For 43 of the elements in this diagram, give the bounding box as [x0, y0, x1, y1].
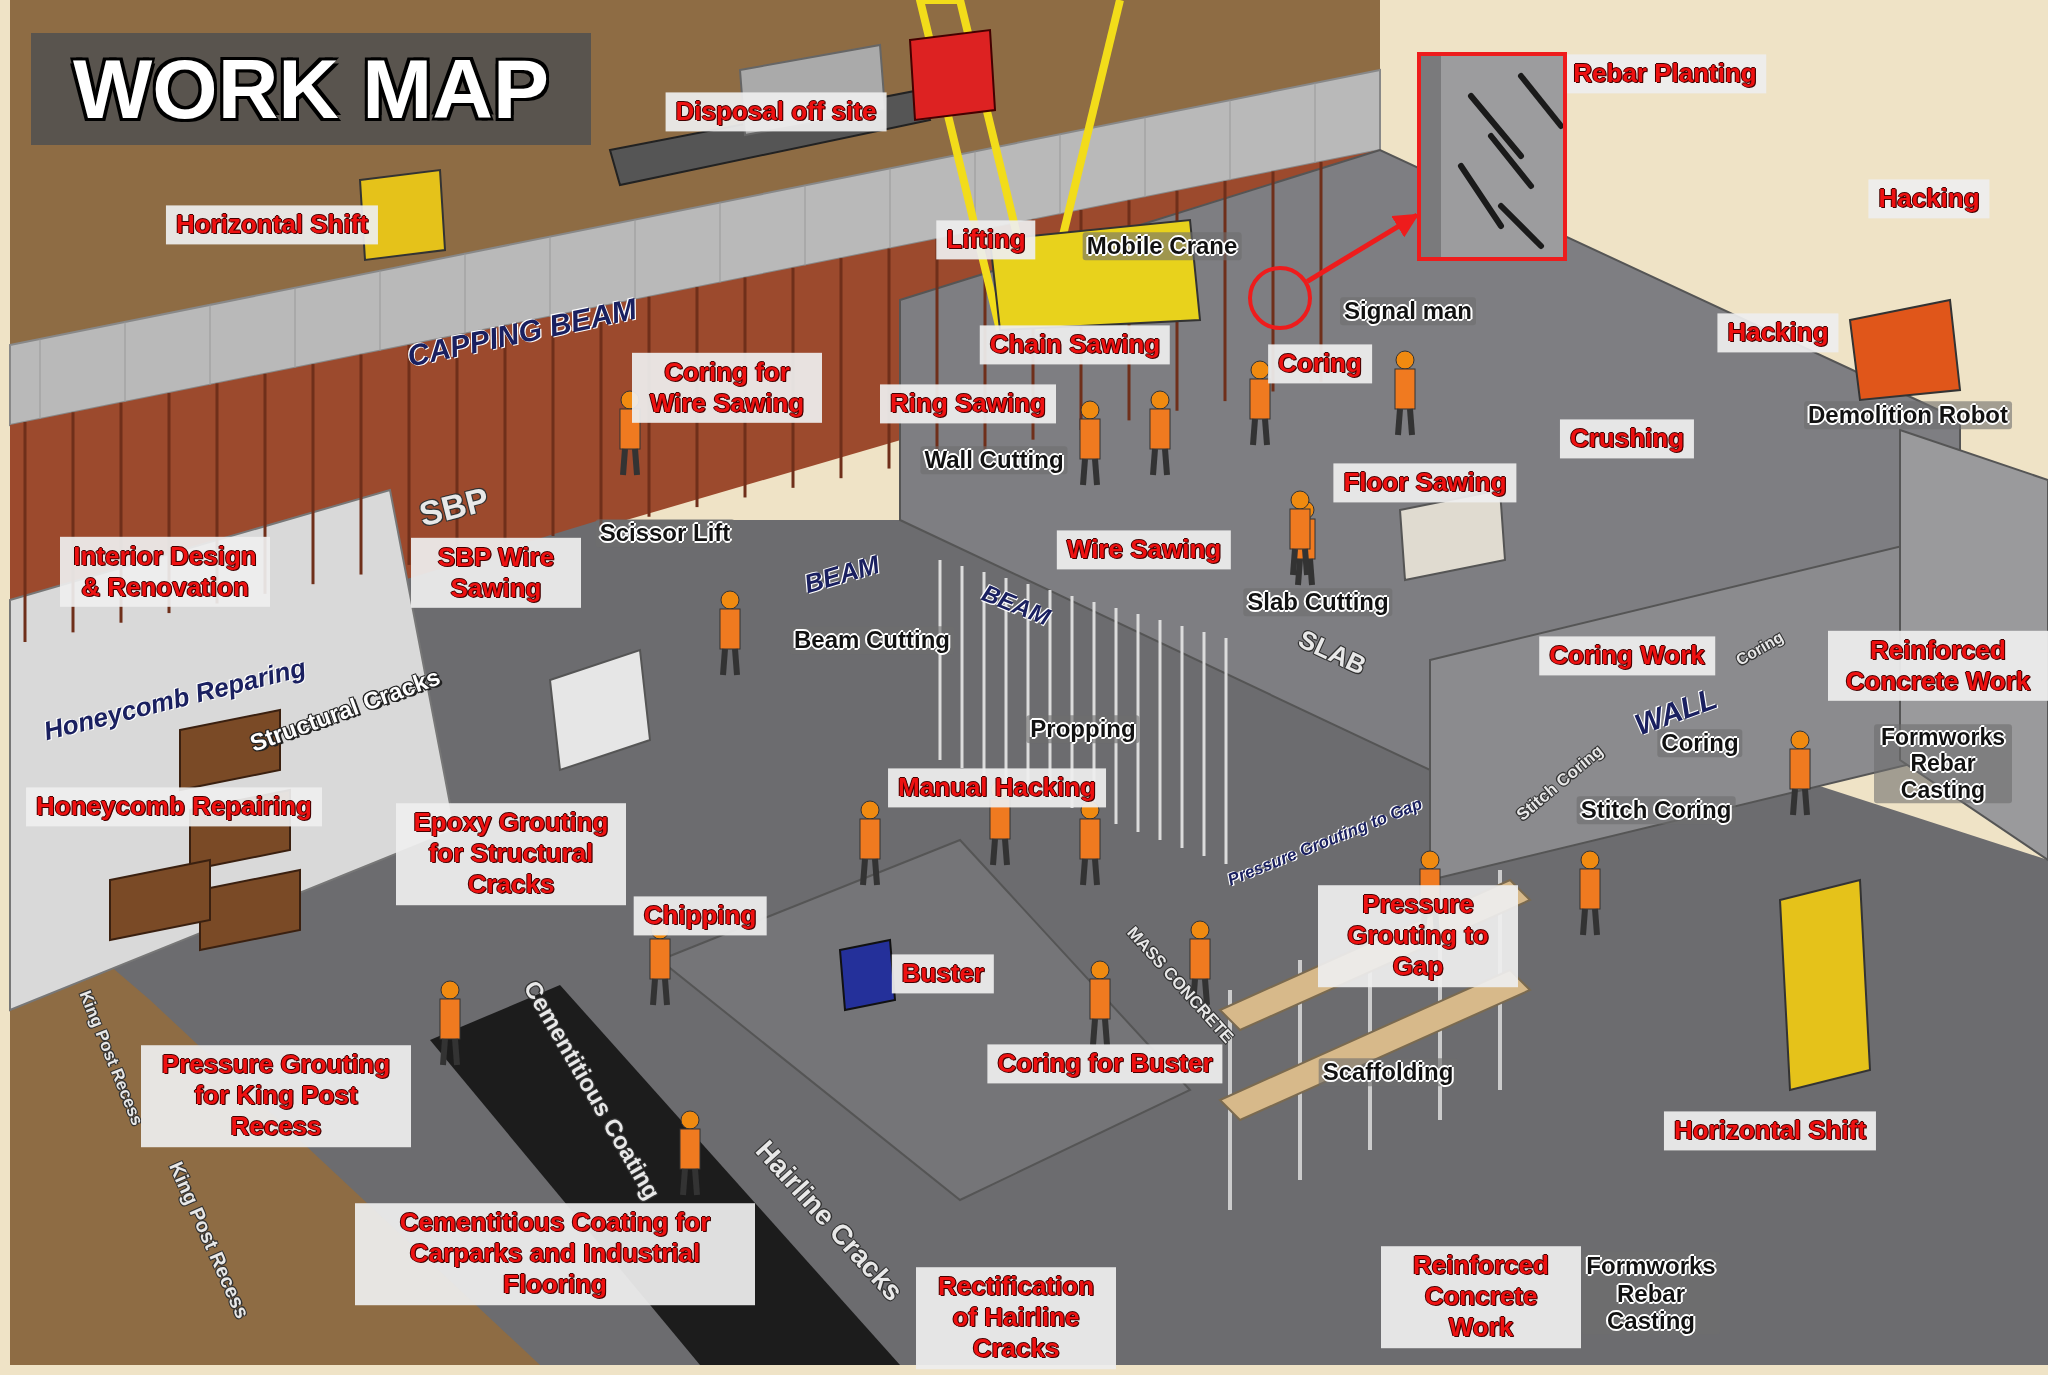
callout-label: Interior Design & Renovation — [60, 536, 270, 608]
callout-label: Chain Sawing — [979, 325, 1171, 365]
rebar-inset-picture — [1417, 52, 1567, 261]
callout-label: Honeycomb Repairing — [26, 787, 322, 827]
callout-label: Coring — [1268, 344, 1372, 384]
callout-label: Pressure Grouting to Gap — [1318, 885, 1518, 987]
callout-label: Rectification of Hairline Cracks — [916, 1267, 1116, 1369]
callout-label: Crushing — [1559, 419, 1695, 459]
callout-label: Hacking — [1868, 179, 1990, 219]
callout-label: Horizontal Shift — [1663, 1111, 1877, 1151]
callout-label: Disposal off site — [665, 92, 887, 132]
equipment-label: Mobile Crane — [1082, 232, 1242, 260]
equipment-label: Demolition Robot — [1804, 401, 2012, 429]
callout-label: Hacking — [1717, 313, 1839, 353]
callout-label: Floor Sawing — [1333, 463, 1517, 503]
structure-label: SBP — [415, 479, 493, 535]
callout-label: Coring for Buster — [987, 1044, 1223, 1084]
callout-label: Lifting — [936, 220, 1036, 260]
callout-label: Ring Sawing — [880, 384, 1056, 424]
callout-label: SBP Wire Sawing — [411, 537, 581, 609]
task-label: Wall Cutting — [920, 446, 1068, 474]
callout-label: Epoxy Grouting for Structural Cracks — [396, 803, 626, 905]
callout-label: Coring for Wire Sawing — [632, 352, 822, 424]
callout-label: Horizontal Shift — [165, 205, 379, 245]
task-label: Slab Cutting — [1243, 588, 1393, 616]
map-title: WORK MAP — [31, 33, 591, 145]
task-label: Stitch Coring — [1576, 796, 1736, 824]
callout-label: Manual Hacking — [888, 768, 1106, 808]
task-label: Propping — [1026, 715, 1140, 743]
callout-label: Reinforced Concrete Work — [1381, 1246, 1581, 1348]
structure-label: SLAB — [1293, 624, 1371, 682]
highlight-circle — [1248, 266, 1312, 330]
task-label: Formworks Rebar Casting — [1874, 724, 2012, 804]
callout-label: Buster — [891, 954, 995, 994]
callout-label: Coring Work — [1539, 636, 1715, 676]
structure-label: BEAM — [801, 550, 883, 600]
callout-label: Reinforced Concrete Work — [1828, 630, 2048, 702]
role-label: Signal man — [1340, 297, 1476, 325]
callout-label: Pressure Grouting for King Post Recess — [141, 1045, 411, 1147]
callout-label: Cementitious Coating for Carparks and Industrial Flooring — [355, 1203, 755, 1305]
structure-label: BEAM — [978, 578, 1054, 632]
callout-label: Chipping — [633, 896, 767, 936]
callout-label: Wire Sawing — [1056, 530, 1232, 570]
